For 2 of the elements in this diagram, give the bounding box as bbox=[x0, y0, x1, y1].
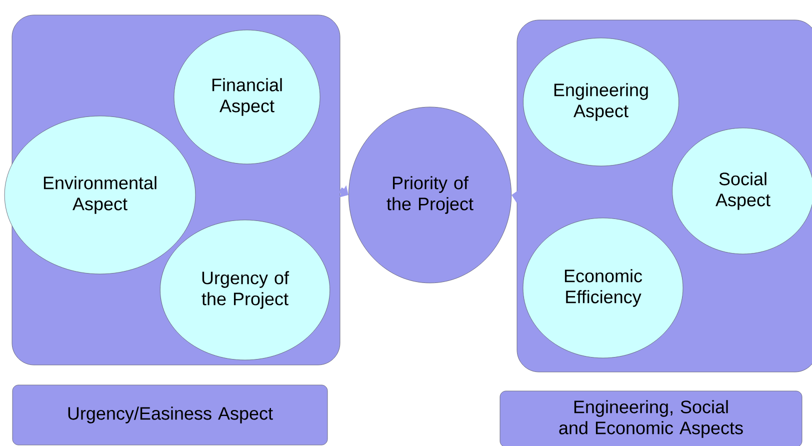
label-box: Engineering, Social and Economic Aspects bbox=[500, 390, 802, 446]
label-box: Urgency/Easiness Aspect bbox=[12, 384, 328, 446]
